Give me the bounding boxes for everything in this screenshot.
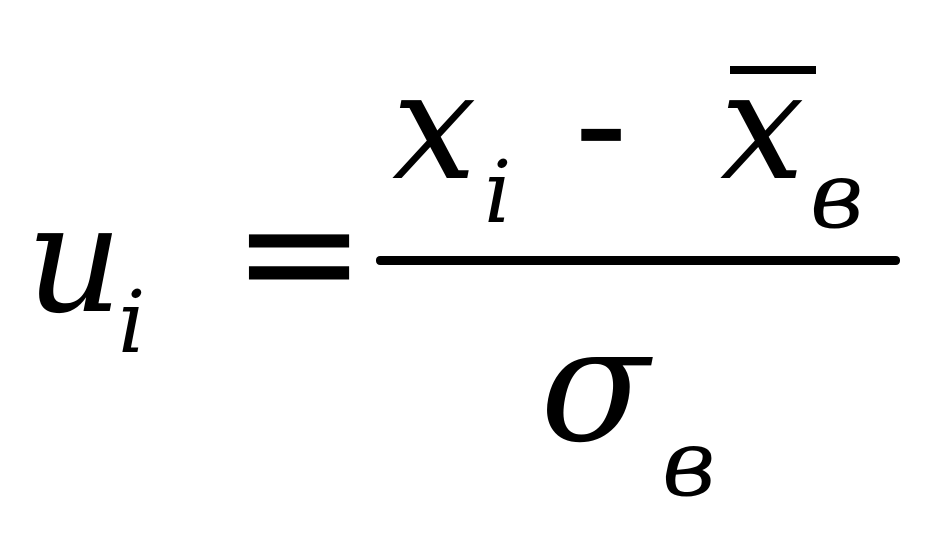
denominator-subscript: в bbox=[662, 410, 716, 517]
fraction-bar bbox=[376, 256, 900, 265]
numerator-term2-subscript: в bbox=[810, 142, 864, 249]
numerator-term1-variable: x bbox=[392, 40, 477, 214]
numerator-term2-variable: x bbox=[720, 40, 805, 214]
denominator-variable: σ bbox=[540, 291, 650, 478]
numerator-term1-subscript: i bbox=[484, 143, 512, 243]
equals-sign: = bbox=[232, 158, 367, 345]
lhs-subscript: i bbox=[118, 273, 146, 373]
overbar bbox=[730, 66, 816, 74]
lhs-variable: u bbox=[26, 173, 123, 347]
minus-sign: - bbox=[574, 38, 629, 212]
